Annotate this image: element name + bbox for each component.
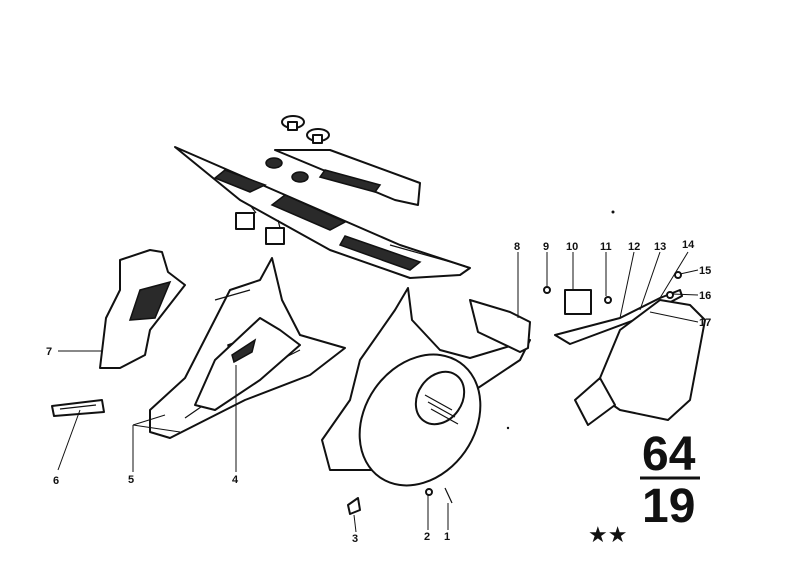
callout-16: 16 [699, 290, 711, 302]
switch-block [564, 289, 592, 315]
group-number: 64 [642, 428, 696, 481]
callout-labels: 1 2 3 4 5 6 7 8 9 10 11 12 13 14 15 16 1… [46, 239, 711, 545]
callout-14: 14 [682, 239, 695, 251]
upper-flap-panel [274, 149, 421, 206]
callout-6: 6 [53, 475, 59, 487]
callout-5: 5 [128, 474, 134, 486]
rating-stars: ★★ [588, 523, 627, 548]
inner-side-panel [194, 317, 301, 411]
control-knobs [265, 115, 330, 183]
top-vent-panel [174, 146, 471, 279]
callout-12: 12 [628, 241, 640, 253]
callout-10: 10 [566, 241, 578, 253]
callout-7: 7 [46, 346, 52, 358]
air-hose [574, 299, 706, 426]
group-number-block: 64 19 ★★ [588, 428, 700, 548]
bracket-8 [469, 299, 531, 353]
callout-15: 15 [699, 265, 711, 277]
switches [235, 204, 285, 245]
callout-2: 2 [424, 531, 430, 543]
callout-3: 3 [352, 533, 358, 545]
subgroup-number: 19 [642, 480, 695, 533]
label-plate [51, 399, 105, 417]
marker-dot [611, 210, 615, 214]
callout-17: 17 [699, 317, 711, 329]
callout-4: 4 [232, 474, 239, 486]
mounting-rail [554, 289, 683, 345]
callout-13: 13 [654, 241, 666, 253]
callout-8: 8 [514, 241, 520, 253]
console-bracket [99, 249, 186, 369]
callout-11: 11 [600, 241, 612, 253]
callout-9: 9 [543, 241, 549, 253]
speaker-grille [358, 353, 482, 487]
leader-lines [57, 251, 699, 533]
callout-1: 1 [444, 531, 450, 543]
marker-dot-2 [506, 426, 510, 430]
